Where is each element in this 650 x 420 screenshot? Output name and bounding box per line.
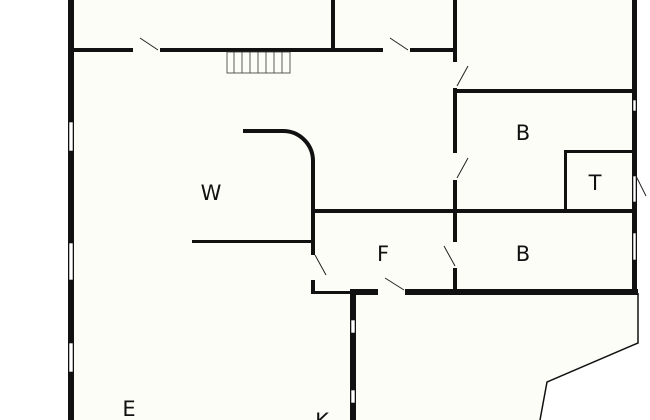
door [139, 37, 159, 51]
wall [160, 48, 333, 52]
window [68, 342, 74, 373]
wall-left [68, 0, 74, 420]
wall [311, 211, 315, 255]
window [632, 99, 637, 112]
room-label-k: K [315, 409, 330, 420]
boundary-line [539, 293, 639, 420]
wall [453, 268, 457, 293]
wall [350, 289, 378, 295]
wall [311, 291, 351, 294]
room-label-t: T [588, 171, 602, 195]
room-label-e: E [122, 397, 135, 420]
window [350, 319, 356, 334]
wall [453, 88, 457, 153]
wall [453, 0, 457, 62]
wall-right [632, 0, 637, 295]
door [635, 175, 647, 197]
wall [350, 292, 356, 420]
wall [455, 89, 635, 93]
stairs [226, 51, 291, 74]
door [384, 277, 405, 291]
curved-wall [243, 129, 315, 211]
door [443, 245, 456, 267]
window [632, 175, 637, 203]
room-label-b2: B [516, 242, 530, 266]
door [314, 254, 327, 276]
wall [405, 289, 638, 295]
wall [333, 48, 383, 52]
wall [564, 150, 567, 211]
wall [410, 48, 457, 52]
room-label-w: W [201, 181, 222, 205]
wall [72, 48, 133, 52]
door [389, 37, 409, 51]
window [350, 389, 356, 404]
wall [564, 150, 635, 153]
wall [331, 0, 335, 50]
window [632, 232, 637, 261]
wall [192, 240, 313, 243]
room-label-f: F [377, 242, 389, 266]
window [68, 242, 74, 281]
door [456, 157, 469, 179]
window [68, 121, 74, 152]
wall [311, 280, 315, 294]
wall [313, 209, 637, 213]
door [456, 65, 469, 87]
room-label-b1: B [516, 121, 530, 145]
